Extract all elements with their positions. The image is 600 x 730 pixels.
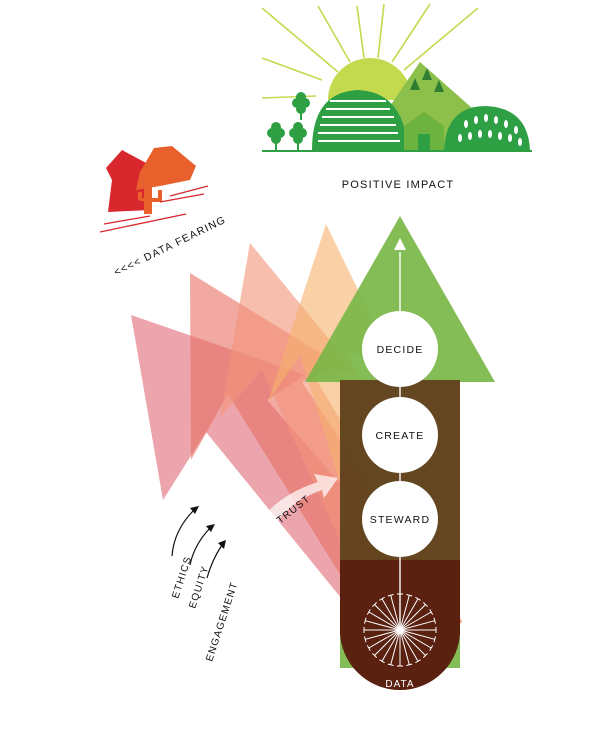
starburst-ray bbox=[381, 598, 401, 631]
arrow-up-icon bbox=[394, 238, 406, 250]
arrow-fan bbox=[131, 216, 495, 690]
starburst-ray bbox=[368, 611, 401, 631]
step-label-create: CREATE bbox=[375, 430, 424, 442]
crop-rows-icon bbox=[318, 100, 400, 142]
starburst-ray bbox=[390, 629, 401, 665]
step-label-steward: STEWARD bbox=[370, 514, 431, 526]
step-decide: DECIDE bbox=[362, 311, 438, 387]
starburst-ray bbox=[399, 629, 426, 656]
starburst-tick bbox=[422, 602, 428, 608]
starburst-tick bbox=[415, 659, 421, 664]
starburst-tick bbox=[415, 596, 421, 601]
data-fearing-label: <<<< DATA FEARING bbox=[112, 214, 228, 279]
starburst-ray bbox=[399, 620, 435, 631]
positive-impact-landscape-illustration bbox=[261, 3, 532, 152]
ground-line bbox=[262, 150, 532, 152]
hill-icon bbox=[312, 90, 408, 150]
data-label: DATA bbox=[385, 679, 414, 690]
starburst-ray bbox=[399, 595, 410, 631]
pine-trees-icon bbox=[410, 68, 444, 92]
forest-trees-icon bbox=[458, 114, 522, 146]
step-create: CREATE bbox=[362, 397, 438, 473]
starburst-tick bbox=[372, 652, 378, 658]
starburst-ray bbox=[399, 611, 432, 631]
sun-rays-icon bbox=[261, 3, 479, 99]
pillar-equity: EQUITY bbox=[187, 564, 211, 610]
data-starburst-icon bbox=[363, 593, 437, 667]
red-rock-cactus-illustration bbox=[99, 146, 209, 233]
flower-icon bbox=[267, 92, 310, 150]
pillar-arrows bbox=[171, 509, 223, 579]
starburst-tick bbox=[429, 609, 434, 615]
starburst-ray bbox=[368, 629, 401, 649]
barn-icon bbox=[404, 112, 444, 150]
step-label-decide: DECIDE bbox=[377, 344, 424, 356]
starburst-tick bbox=[364, 636, 367, 643]
starburst-ray bbox=[374, 604, 401, 631]
starburst-ray bbox=[365, 620, 401, 631]
starburst-tick bbox=[406, 594, 413, 597]
starburst-ray bbox=[381, 629, 401, 662]
starburst-tick bbox=[433, 617, 436, 624]
starburst-ray bbox=[365, 629, 401, 640]
pillar-engagement: ENGAGEMENT bbox=[204, 580, 240, 662]
starburst-ray bbox=[390, 595, 401, 631]
starburst-tick bbox=[366, 609, 371, 615]
starburst-ray bbox=[374, 629, 401, 656]
starburst-tick bbox=[364, 617, 367, 624]
starburst-tick bbox=[406, 663, 413, 666]
starburst-ray bbox=[399, 629, 435, 640]
sun-icon bbox=[328, 58, 412, 100]
starburst-tick bbox=[429, 645, 434, 651]
starburst-tick bbox=[387, 663, 394, 666]
positive-impact-label: POSITIVE IMPACT bbox=[342, 179, 455, 191]
cactus-icon bbox=[138, 184, 162, 214]
starburst-ray bbox=[399, 629, 410, 665]
starburst-tick bbox=[422, 652, 428, 658]
step-steward: STEWARD bbox=[362, 481, 438, 557]
pillar-arrowheads bbox=[190, 506, 226, 549]
starburst-tick bbox=[433, 636, 436, 643]
starburst-tick bbox=[366, 645, 371, 651]
starburst-tick bbox=[379, 659, 385, 664]
starburst-ray bbox=[399, 629, 419, 662]
starburst-ray bbox=[399, 604, 426, 631]
starburst-ray bbox=[399, 629, 432, 649]
starburst-tick bbox=[379, 596, 385, 601]
starburst-tick bbox=[387, 594, 394, 597]
starburst-ray bbox=[399, 598, 419, 631]
starburst-tick bbox=[372, 602, 378, 608]
